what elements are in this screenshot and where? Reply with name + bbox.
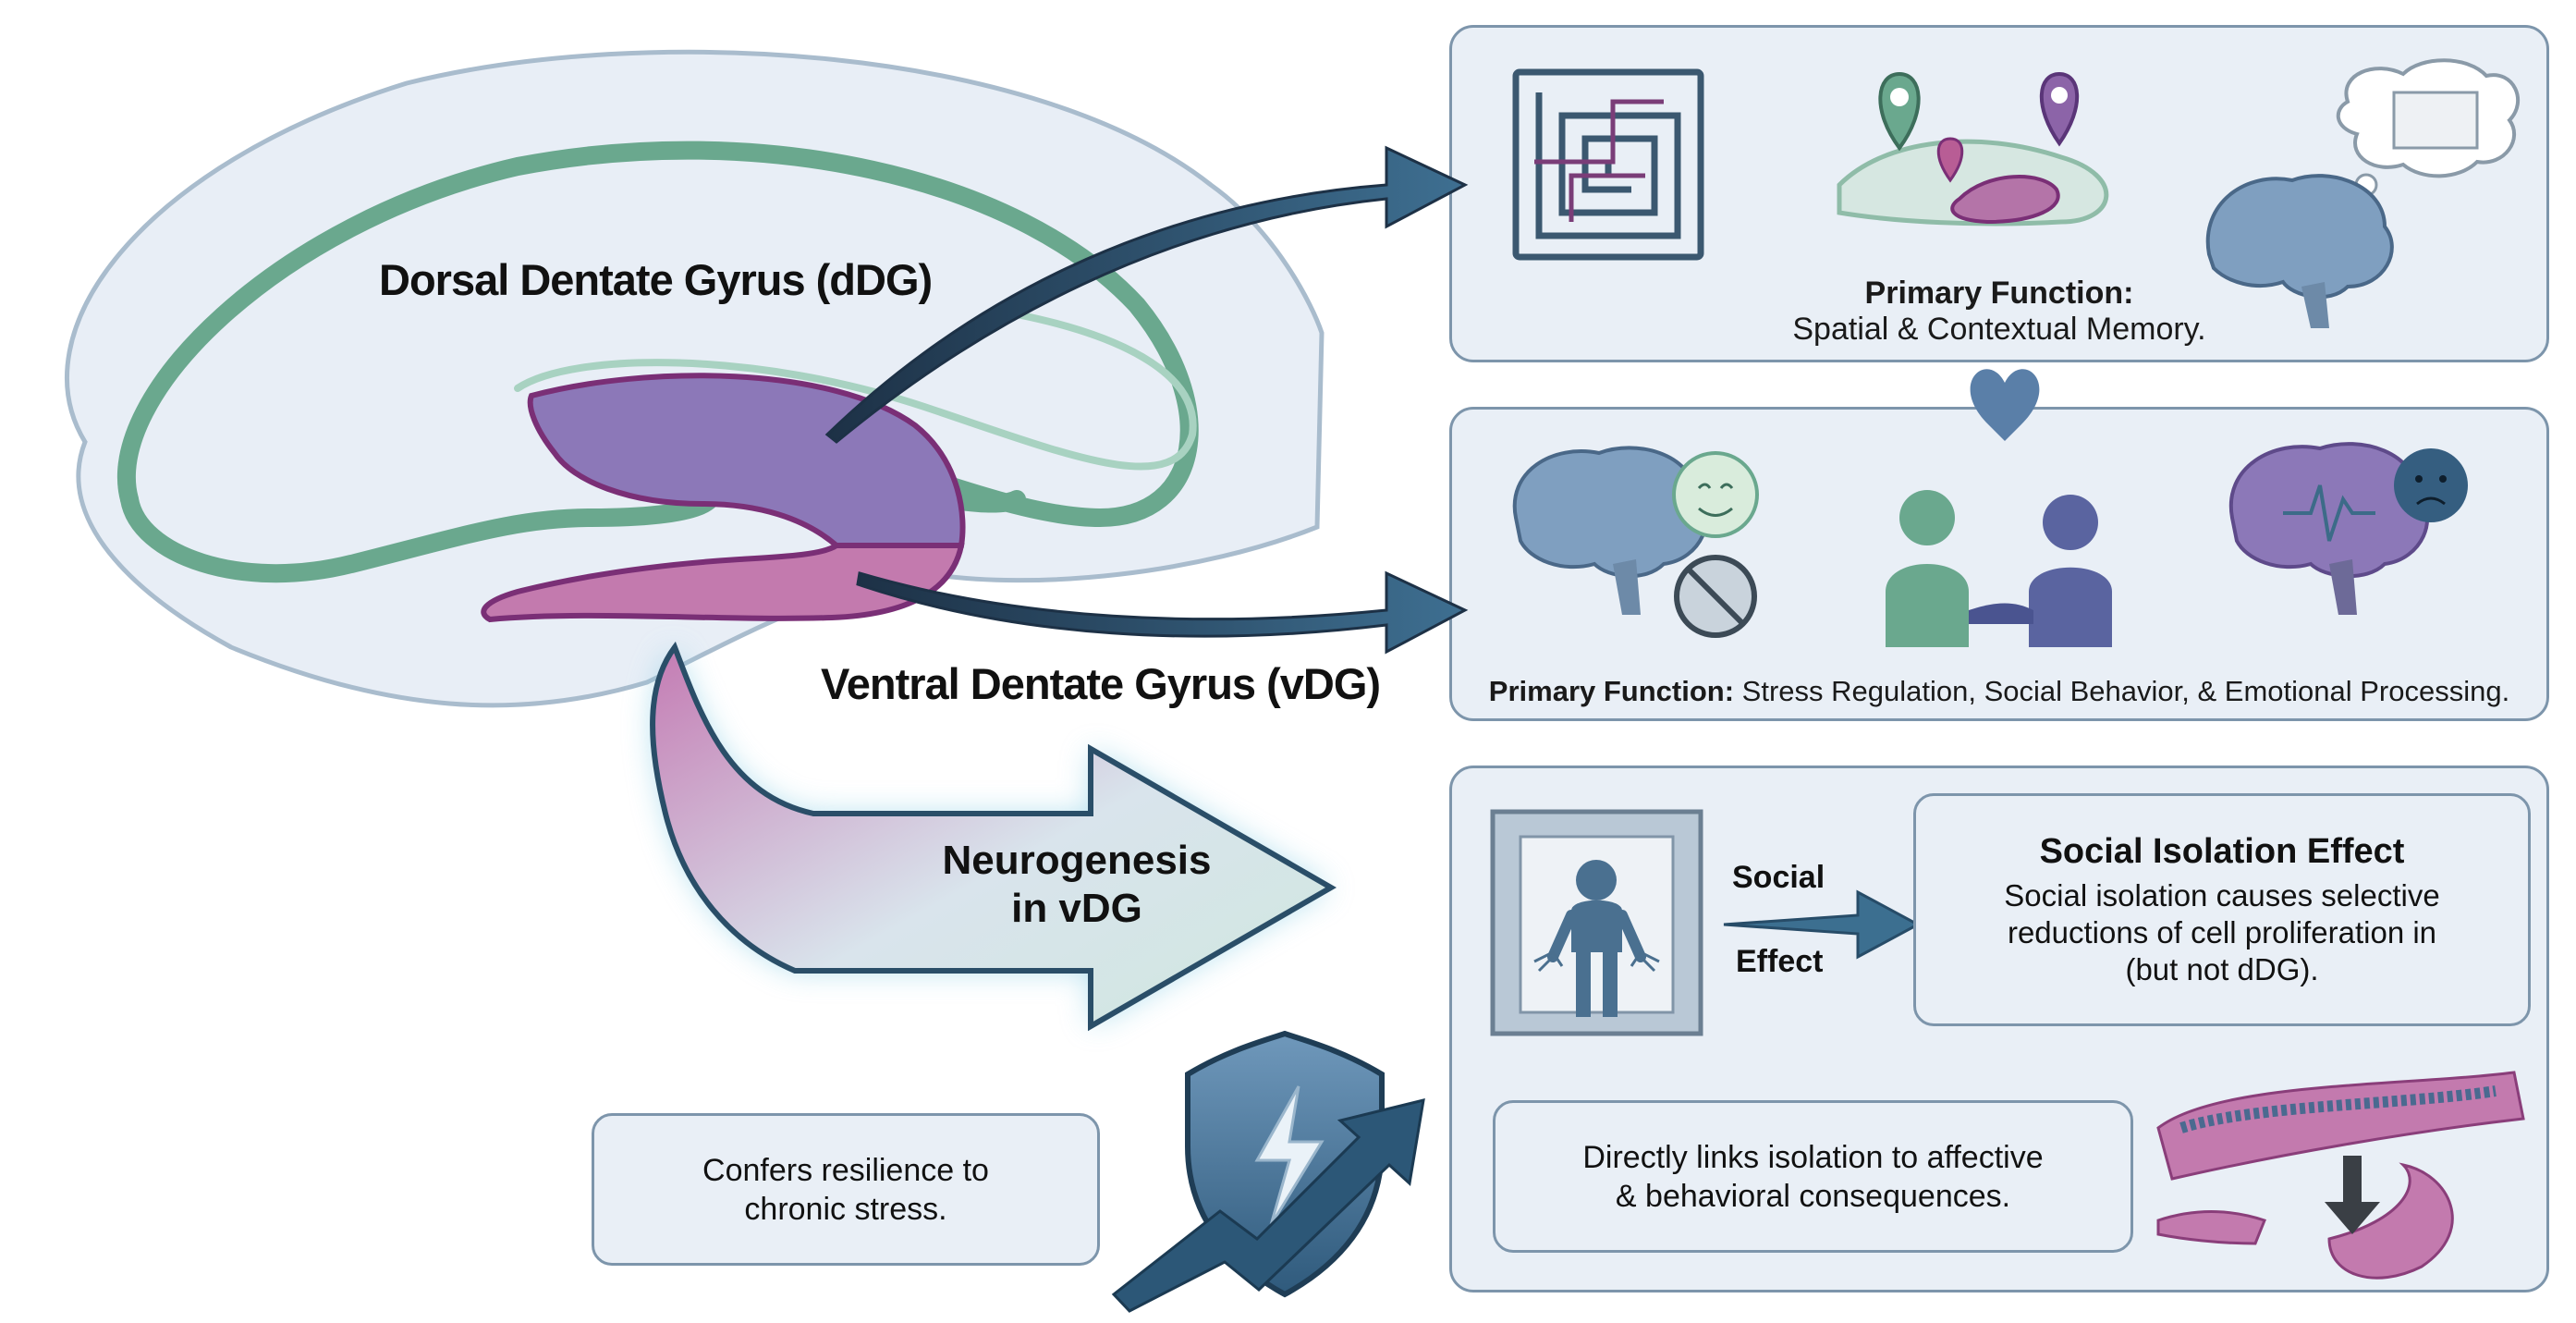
dorsal-function-heading: Primary Function:: [1864, 276, 2134, 311]
shield-lightning-icon: [1111, 1030, 1425, 1313]
no-stress-icon: [1674, 555, 1757, 638]
social-effect-arrow-bottom-label: Effect: [1736, 944, 1824, 979]
green-cornu-inner: [120, 472, 722, 583]
consequences-box: Directly links isolation to affective & …: [1493, 1100, 2133, 1253]
resilience-line2: chronic stress.: [744, 1191, 947, 1227]
social-isolation-effect-title: Social Isolation Effect: [2039, 831, 2405, 871]
ventral-function-description: Stress Regulation, Social Behavior, & Em…: [1741, 675, 2510, 707]
maze-icon: [1512, 68, 1704, 261]
neurogenesis-label: Neurogenesis in vDG: [892, 837, 1262, 933]
dorsal-label: Dorsal Dentate Gyrus (dDG): [379, 255, 933, 304]
neurogenesis-label-line1: Neurogenesis: [942, 838, 1212, 883]
dorsal-function-description: Spatial & Contextual Memory.: [1792, 312, 2206, 347]
isolated-person-icon: [1490, 809, 1703, 1036]
ventral-connector-arrow: [856, 570, 1469, 655]
social-isolation-effect-line2: reductions of cell proliferation in: [2007, 914, 2437, 949]
dorsal-function-text: Primary Function: Spatial & Contextual M…: [1449, 276, 2549, 348]
dorsal-connector-arrow: [824, 145, 1469, 444]
resilience-box: Confers resilience to chronic stress.: [592, 1113, 1100, 1266]
social-isolation-effect-line1: Social isolation causes selective: [2004, 877, 2440, 913]
people-heart-icon: [1886, 369, 2112, 647]
brain-thought-icon: [2205, 58, 2521, 328]
social-effect-arrow-top-label: Social: [1732, 860, 1825, 895]
neurogenesis-label-line2: in vDG: [1011, 886, 1142, 931]
location-pin-icon: [1837, 71, 2109, 227]
social-isolation-effect-line3: (but not dDG).: [2125, 951, 2319, 986]
resilience-line1: Confers resilience to: [702, 1152, 989, 1188]
brain-sad-face-icon: [2228, 442, 2468, 615]
ventral-function-heading: Primary Function:: [1488, 675, 1735, 707]
neurogenesis-arrow: [650, 641, 1337, 1032]
consequences-line1: Directly links isolation to affective: [1582, 1139, 2044, 1175]
ventral-label: Ventral Dentate Gyrus (vDG): [821, 659, 1381, 708]
brain-calm-face-icon: [1512, 446, 1759, 615]
dentate-tissue-icon: [2156, 1071, 2525, 1280]
green-cornu-loop: [514, 311, 1197, 471]
hippocampus: [65, 49, 1325, 708]
ventral-dentate-gyrus-shape: [481, 543, 965, 623]
consequences-line2: & behavioral consequences.: [1615, 1178, 2011, 1214]
ventral-function-text: Primary Function: Stress Regulation, Soc…: [1449, 675, 2549, 708]
social-isolation-effect-box: Social Isolation Effect Social isolation…: [1913, 793, 2531, 1026]
